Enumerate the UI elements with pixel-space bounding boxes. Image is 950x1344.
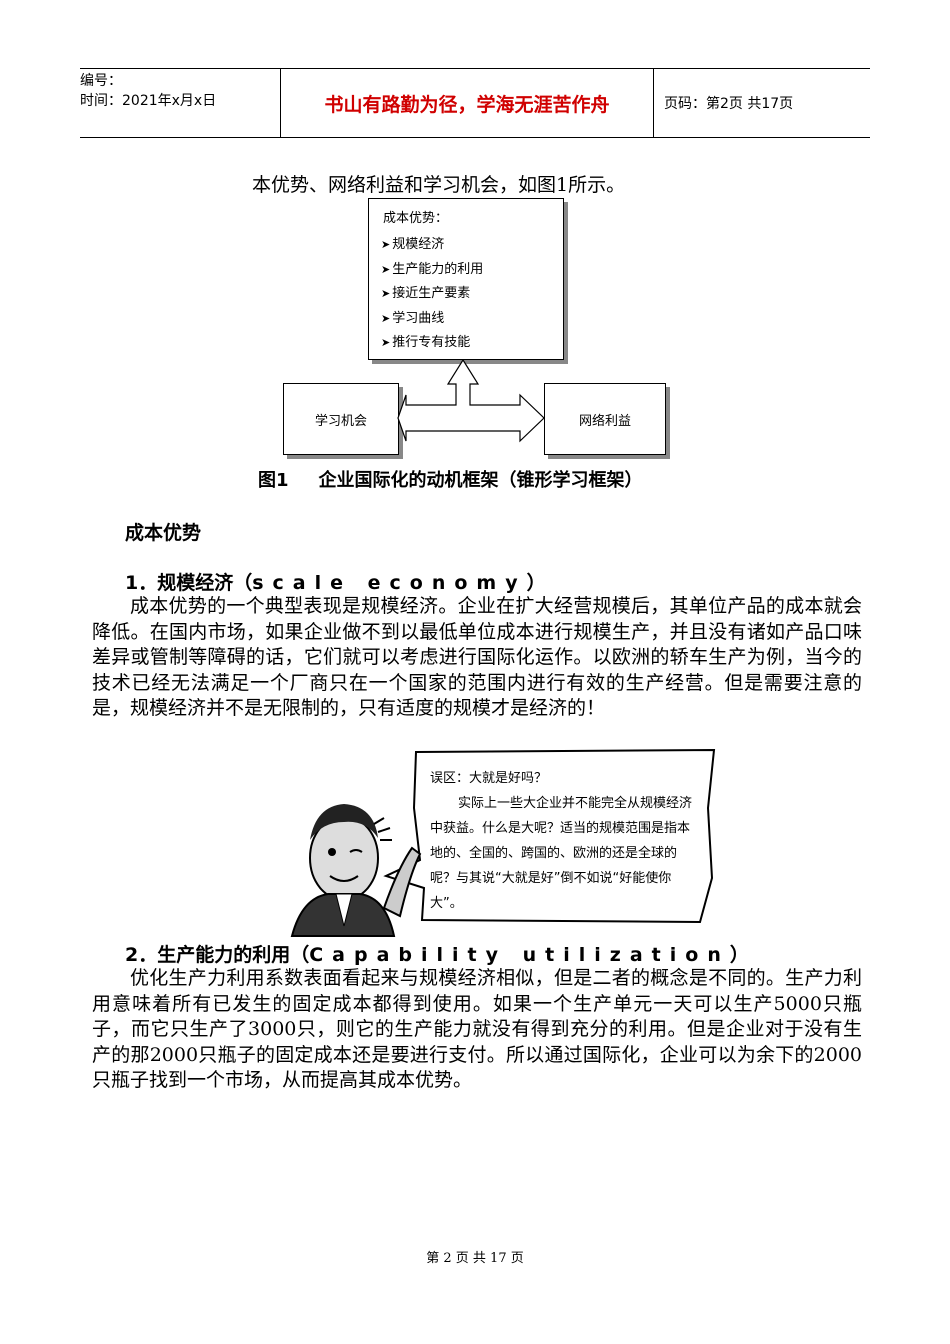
- paragraph-scale-economy: 成本优势的一个典型表现是规模经济。企业在扩大经营规模后，其单位产品的成本就会降低…: [92, 595, 862, 719]
- list-item: ➤接近生产要素: [381, 286, 471, 301]
- header-page-number: 页码：第2页 共17页: [664, 96, 794, 112]
- paragraph-capability-utilization: 优化生产力利用系数表面看起来与规模经济相似，但是二者的概念是不同的。生产力利用意…: [92, 967, 862, 1091]
- arrow-bullet-icon: ➤: [381, 336, 391, 349]
- subsection-title-2: 2．生产能力的利用（Capability utilization）: [125, 944, 749, 966]
- section-title: 成本优势: [125, 522, 202, 544]
- figure-number: 图1: [258, 470, 289, 491]
- triple-arrow-shape: [397, 358, 545, 443]
- figure-title: 企业国际化的动机框架（锥形学习框架）: [318, 470, 643, 491]
- cartoon-illustration: [290, 748, 716, 937]
- arrow-bullet-icon: ➤: [381, 311, 391, 325]
- list-item: ➤生产能力的利用: [381, 261, 484, 277]
- page-footer: 第 2 页 共 17 页: [426, 1251, 524, 1266]
- cost-advantage-list: ➤规模经济 ➤生产能力的利用 ➤接近生产要素 ➤学习曲线 ➤推行专有技能: [381, 233, 483, 356]
- businessman-icon: [290, 804, 422, 937]
- subsection-title-1: 1．规模经济（scale economy）: [125, 572, 546, 594]
- intro-line: 本优势、网络利益和学习机会，如图1所示。: [252, 174, 626, 196]
- network-benefit-box: 网络利益: [544, 383, 666, 455]
- bubble-body: 实际上一些大企业并不能完全从规模经济中获益。什么是大呢？适当的规模范围是指本地的…: [430, 796, 693, 911]
- page-header: 编号： 时间：2021年x月x日 书山有路勤为径，学海无涯苦作舟 页码：第2页 …: [80, 68, 870, 138]
- speech-bubble-text: 误区：大就是好吗？ 实际上一些大企业并不能完全从规模经济中获益。什么是大呢？适当…: [430, 766, 698, 916]
- cost-advantage-title: 成本优势：: [383, 211, 449, 226]
- figure-caption: 图1 企业国际化的动机框架（锥形学习框架）: [258, 466, 643, 492]
- arrow-bullet-icon: ➤: [381, 262, 391, 276]
- diagram-arrows: [397, 358, 545, 443]
- date-label: 时间：2021年x月x日: [80, 93, 217, 109]
- arrow-bullet-icon: ➤: [381, 287, 391, 300]
- bubble-question: 误区：大就是好吗？: [430, 771, 548, 786]
- number-label: 编号：: [80, 73, 122, 89]
- list-item: ➤学习曲线: [381, 310, 445, 326]
- header-motto: 书山有路勤为径，学海无涯苦作舟: [280, 69, 654, 137]
- list-item: ➤推行专有技能: [381, 335, 471, 350]
- learning-opportunity-box: 学习机会: [283, 383, 399, 455]
- cost-advantage-box: 成本优势： ➤规模经济 ➤生产能力的利用 ➤接近生产要素 ➤学习曲线 ➤推行专有…: [368, 198, 564, 360]
- speech-bubble-shape: [383, 748, 716, 924]
- list-item: ➤规模经济: [381, 237, 445, 252]
- header-meta: 编号： 时间：2021年x月x日: [80, 69, 280, 137]
- arrow-bullet-icon: ➤: [381, 238, 391, 251]
